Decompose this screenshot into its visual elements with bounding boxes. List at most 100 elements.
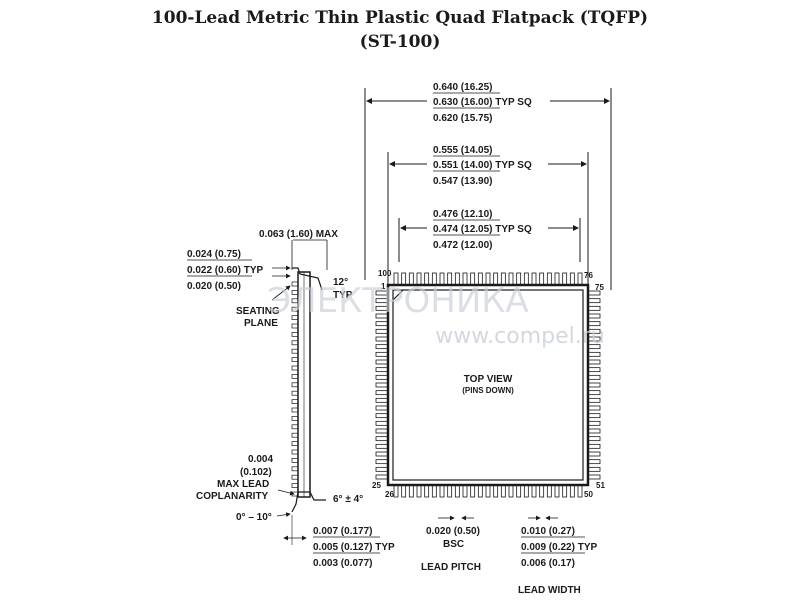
package-pin: [462, 484, 468, 498]
package-pin: [375, 374, 389, 380]
body-dim-min: 0.547 (13.90): [433, 176, 493, 187]
package-pin: [587, 397, 601, 403]
package-pin: [375, 405, 389, 411]
side-lead: [291, 357, 299, 362]
side-view: [291, 267, 326, 513]
package-pin: [587, 405, 601, 411]
side-lead: [291, 340, 299, 346]
package-pin: [375, 459, 389, 465]
package-pin: [447, 484, 453, 498]
package-pin: [587, 451, 601, 457]
package-pin: [569, 272, 575, 286]
side-lead: [291, 424, 299, 430]
package-pin: [546, 272, 552, 286]
watermark-url: www.compel.ru: [435, 324, 605, 349]
side-lead: [291, 466, 299, 472]
package-pin: [408, 484, 414, 498]
seating-plane-label-2: PLANE: [244, 318, 278, 329]
package-body-inner: [392, 289, 584, 481]
package-pin: [562, 484, 568, 498]
package-pin: [470, 484, 476, 498]
side-lead: [291, 365, 299, 371]
lead-width-nom: 0.009 (0.22) TYP: [521, 542, 597, 553]
overall-dim-max: 0.640 (16.25): [433, 82, 493, 93]
side-lead: [291, 458, 299, 463]
side-lead: [291, 348, 299, 354]
package-pin: [416, 484, 422, 498]
package-pin: [393, 484, 399, 498]
package-pin: [375, 336, 389, 342]
package-pin: [375, 344, 389, 350]
top-view-sublabel: (PINS DOWN): [462, 386, 514, 395]
lead-span-dim-min: 0.472 (12.00): [433, 240, 493, 251]
package-pin: [375, 420, 389, 426]
package-pin: [587, 436, 601, 442]
package-pin: [375, 397, 389, 403]
pin1-chamfer: [392, 289, 404, 301]
side-lead: [291, 399, 299, 404]
coplanarity-label-1: MAX LEAD: [217, 479, 269, 490]
pin-label-100: 100: [378, 269, 392, 278]
package-pin: [554, 484, 560, 498]
package-pin: [577, 272, 583, 286]
side-lead: [291, 432, 299, 438]
package-pin: [375, 351, 389, 357]
side-lead: [291, 323, 299, 329]
pin-label-26: 26: [385, 490, 394, 499]
foot-angle-label: 6° ± 4°: [333, 494, 363, 505]
package-pin: [531, 272, 537, 286]
package-pin: [587, 298, 601, 304]
package-pin: [401, 484, 407, 498]
package-pin: [375, 328, 389, 334]
foot-length-max: 0.007 (0.177): [313, 526, 373, 537]
side-lead-top: [292, 267, 323, 291]
package-pin: [587, 466, 601, 472]
package-pin: [587, 413, 601, 419]
package-pin: [587, 367, 601, 373]
body-dim-max: 0.555 (14.05): [433, 145, 493, 156]
package-pin: [587, 313, 601, 319]
package-pin: [523, 484, 529, 498]
package-pin: [516, 484, 522, 498]
package-pin: [587, 428, 601, 434]
lead-span-dim-nom: 0.474 (12.05) TYP SQ: [433, 224, 532, 235]
package-pin: [375, 443, 389, 449]
lead-width-label: LEAD WIDTH: [518, 585, 581, 596]
body-dim-nom: 0.551 (14.00) TYP SQ: [433, 160, 532, 171]
seating-plane-label-1: SEATING: [236, 306, 280, 317]
foot-length-nom: 0.005 (0.127) TYP: [313, 542, 395, 553]
package-pin: [508, 484, 514, 498]
side-lead: [291, 449, 299, 455]
bend-angle-label: 0° – 10°: [236, 512, 272, 523]
package-pin: [375, 359, 389, 365]
side-lead: [291, 332, 299, 337]
package-pin: [587, 474, 601, 480]
package-pin: [375, 474, 389, 480]
lead-width-min: 0.006 (0.17): [521, 558, 575, 569]
diagram-title: 100-Lead Metric Thin Plastic Quad Flatpa…: [151, 8, 649, 28]
pin-label-51: 51: [596, 481, 605, 490]
package-pin: [375, 466, 389, 472]
package-pin: [485, 484, 491, 498]
angle-top-label: 12°: [333, 277, 348, 288]
package-pin: [477, 484, 483, 498]
lead-thickness-nom: 0.022 (0.60) TYP: [187, 265, 263, 276]
lead-thickness-max: 0.024 (0.75): [187, 249, 241, 260]
lead-pitch-value: 0.020 (0.50): [426, 526, 480, 537]
side-lead: [291, 390, 299, 396]
package-pin: [493, 484, 499, 498]
diagram-subtitle: (ST-100): [359, 32, 441, 52]
package-pin: [454, 484, 460, 498]
package-pin: [375, 451, 389, 457]
lead-pitch-label: LEAD PITCH: [421, 562, 481, 573]
package-pin: [587, 390, 601, 396]
coplanarity-label-2: COPLANARITY: [196, 491, 269, 502]
side-lead: [291, 374, 299, 379]
side-lead: [291, 382, 299, 388]
package-pin: [500, 484, 506, 498]
package-pin: [375, 428, 389, 434]
package-pin: [587, 359, 601, 365]
package-pin: [439, 484, 445, 498]
package-pin: [554, 272, 560, 286]
package-pin: [587, 420, 601, 426]
